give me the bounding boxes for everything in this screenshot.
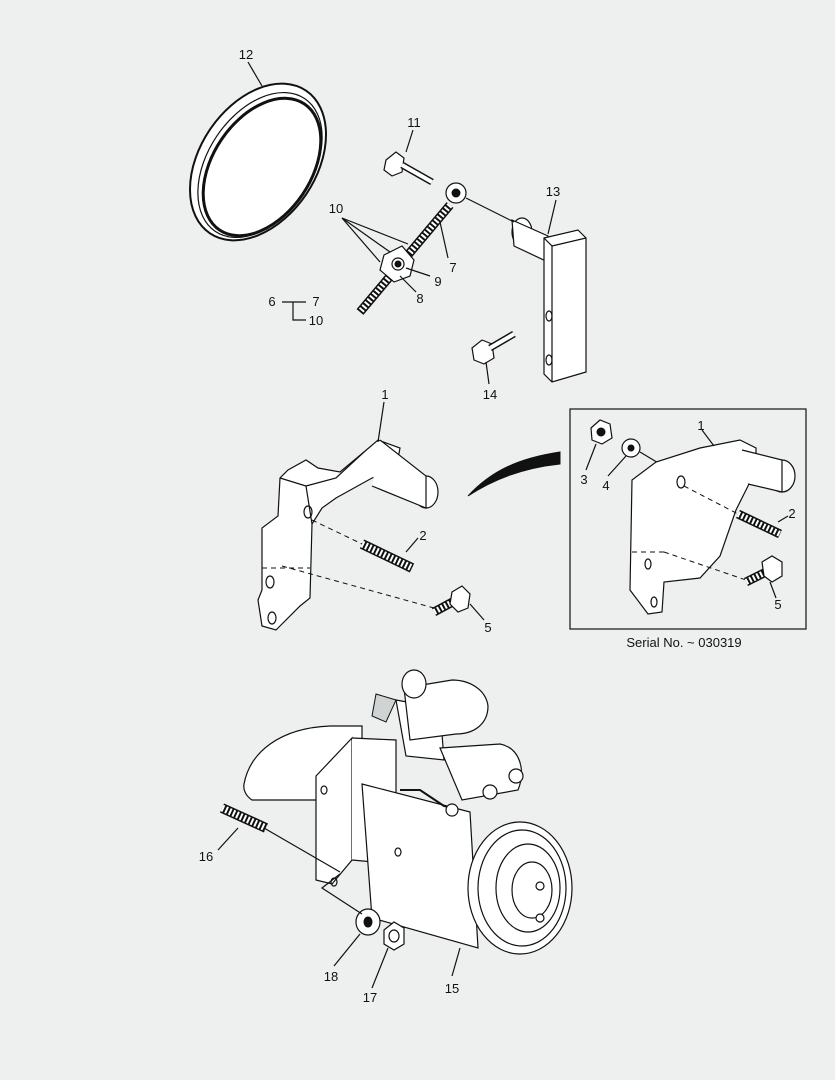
label-18: 18 — [324, 969, 338, 984]
leader-lines-bottom — [217, 827, 461, 989]
leader-lines-top — [247, 61, 557, 385]
inset-caption: Serial No. ~ 030319 — [626, 635, 741, 650]
label-4: 4 — [602, 478, 609, 493]
starter-stud — [219, 803, 269, 833]
label-15: 15 — [445, 981, 459, 996]
label-16: 16 — [199, 849, 213, 864]
callout-arrow — [467, 451, 561, 497]
tension-bolt — [383, 151, 434, 186]
starter-motor — [243, 669, 573, 955]
alternator-bracket — [257, 439, 439, 631]
label-10-group: 10 — [329, 201, 343, 216]
label-6: 6 — [268, 294, 275, 309]
stud-bolt — [359, 539, 415, 573]
label-7-bracket: 7 — [312, 294, 319, 309]
label-13: 13 — [546, 184, 560, 199]
bracket-bolt — [471, 330, 516, 365]
label-2-main: 2 — [419, 528, 426, 543]
v-belt — [188, 82, 328, 242]
label-8: 8 — [416, 291, 423, 306]
starter-washer — [355, 908, 381, 936]
label-17: 17 — [363, 990, 377, 1005]
label-14: 14 — [483, 387, 497, 402]
label-3: 3 — [580, 472, 587, 487]
label-1-main: 1 — [381, 387, 388, 402]
label-10-bracket: 10 — [309, 313, 323, 328]
label-9: 9 — [434, 274, 441, 289]
pivot-bracket — [511, 217, 587, 383]
label-11: 11 — [407, 115, 421, 130]
adjusting-rod — [356, 182, 467, 315]
starter-nut — [383, 921, 405, 951]
label-1-inset: 1 — [697, 418, 704, 433]
label-12: 12 — [239, 47, 253, 62]
leader-lines-middle — [281, 401, 485, 621]
flange-bolt — [431, 585, 471, 616]
label-2-inset: 2 — [788, 506, 795, 521]
label-7-rod: 7 — [449, 260, 456, 275]
label-5-main: 5 — [484, 620, 491, 635]
inset-box — [569, 408, 807, 630]
label-5-inset: 5 — [774, 597, 781, 612]
